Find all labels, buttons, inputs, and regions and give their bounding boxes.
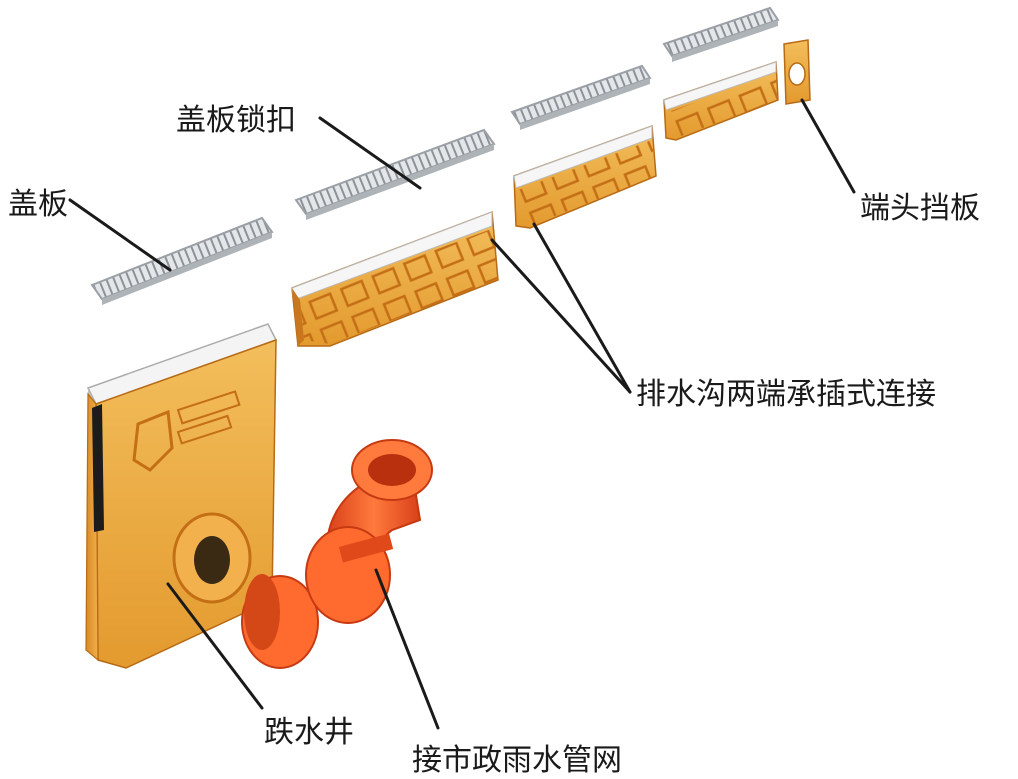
label-drop-well: 跌水井 — [264, 715, 354, 750]
grate-cover-2 — [294, 128, 496, 220]
leader-lines — [68, 98, 856, 730]
drop-well — [85, 323, 278, 669]
grate-cover-1 — [90, 216, 274, 305]
leader-drop-well — [166, 582, 264, 710]
label-cover-lock: 盖板锁扣 — [176, 103, 296, 138]
label-socket-joint: 排水沟两端承插式连接 — [636, 377, 936, 412]
label-municipal-connection: 接市政雨水管网 — [412, 743, 622, 778]
channel-segment-2 — [513, 124, 657, 229]
leader-end-plate — [800, 98, 856, 194]
pipe-elbow — [305, 439, 433, 624]
label-end-plate: 端头挡板 — [860, 191, 980, 226]
leader-municipal — [374, 568, 440, 730]
grate-cover-3 — [510, 64, 652, 130]
pipe-coupling — [241, 574, 319, 669]
leader-cover-lock — [318, 116, 422, 190]
leader-cover — [68, 198, 172, 272]
channel-segment-1 — [291, 210, 499, 347]
grate-cover-4 — [662, 6, 780, 62]
leader-socket-joint-1 — [490, 238, 632, 394]
end-plate — [783, 39, 811, 105]
leader-socket-joint-2 — [532, 222, 632, 394]
channel-segment-3 — [663, 60, 779, 141]
label-cover: 盖板 — [8, 187, 68, 222]
